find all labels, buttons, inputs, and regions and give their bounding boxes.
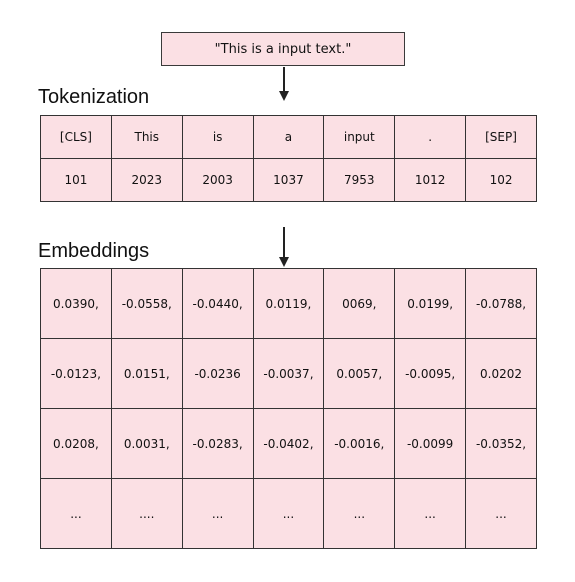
input-text: "This is a input text." xyxy=(214,41,352,57)
token-id-row: 101 2023 2003 1037 7953 1012 102 xyxy=(40,158,537,202)
embedding-cell: -0.0037, xyxy=(252,338,325,409)
embeddings-table: 0.0390, -0.0558, -0.0440, 0.0119, 0069, … xyxy=(40,268,537,549)
input-text-box: "This is a input text." xyxy=(161,32,405,66)
token-cell: . xyxy=(394,115,467,159)
embedding-cell: 0.0151, xyxy=(110,338,183,409)
embedding-cell: -0.0402, xyxy=(252,408,325,479)
token-cell: input xyxy=(323,115,396,159)
embedding-cell: -0.0352, xyxy=(465,408,537,479)
embedding-cell: -0.0440, xyxy=(181,268,254,339)
token-cell: [CLS] xyxy=(40,115,112,159)
embedding-cell: ... xyxy=(394,478,467,549)
embedding-cell: ... xyxy=(252,478,325,549)
embedding-cell: -0.0016, xyxy=(323,408,396,479)
token-id-cell: 102 xyxy=(465,158,537,202)
token-id-cell: 1037 xyxy=(252,158,325,202)
token-id-cell: 1012 xyxy=(394,158,467,202)
embedding-cell: -0.0099 xyxy=(394,408,467,479)
token-id-cell: 2003 xyxy=(181,158,254,202)
embedding-cell: 0.0202 xyxy=(465,338,537,409)
embedding-cell: 0.0390, xyxy=(40,268,112,339)
token-id-cell: 2023 xyxy=(110,158,183,202)
embedding-row: 0.0390, -0.0558, -0.0440, 0.0119, 0069, … xyxy=(40,268,537,339)
embedding-cell: 0.0057, xyxy=(323,338,396,409)
embedding-cell: 0069, xyxy=(323,268,396,339)
embedding-cell: .... xyxy=(110,478,183,549)
token-cell: is xyxy=(181,115,254,159)
embedding-cell: ... xyxy=(40,478,112,549)
embedding-cell: -0.0095, xyxy=(394,338,467,409)
embeddings-label: Embeddings xyxy=(38,240,150,262)
token-cell: This xyxy=(110,115,183,159)
token-cell: a xyxy=(252,115,325,159)
embedding-cell: 0.0199, xyxy=(394,268,467,339)
embedding-row: -0.0123, 0.0151, -0.0236 -0.0037, 0.0057… xyxy=(40,338,537,409)
down-arrow-icon xyxy=(277,227,291,267)
down-arrow-icon xyxy=(277,67,291,101)
embedding-cell: -0.0283, xyxy=(181,408,254,479)
embedding-cell: -0.0558, xyxy=(110,268,183,339)
embedding-cell: -0.0236 xyxy=(181,338,254,409)
embedding-row: 0.0208, 0.0031, -0.0283, -0.0402, -0.001… xyxy=(40,408,537,479)
embedding-cell: -0.0123, xyxy=(40,338,112,409)
token-row: [CLS] This is a input . [SEP] xyxy=(40,115,537,159)
embedding-cell: 0.0031, xyxy=(110,408,183,479)
token-id-cell: 101 xyxy=(40,158,112,202)
token-table: [CLS] This is a input . [SEP] 101 2023 2… xyxy=(40,115,537,202)
embedding-cell: ... xyxy=(323,478,396,549)
embedding-cell: ... xyxy=(181,478,254,549)
token-id-cell: 7953 xyxy=(323,158,396,202)
embedding-cell: ... xyxy=(465,478,537,549)
embedding-row: ... .... ... ... ... ... ... xyxy=(40,478,537,549)
token-cell: [SEP] xyxy=(465,115,537,159)
embedding-cell: -0.0788, xyxy=(465,268,537,339)
embedding-cell: 0.0208, xyxy=(40,408,112,479)
embedding-cell: 0.0119, xyxy=(252,268,325,339)
tokenization-label: Tokenization xyxy=(38,86,150,108)
